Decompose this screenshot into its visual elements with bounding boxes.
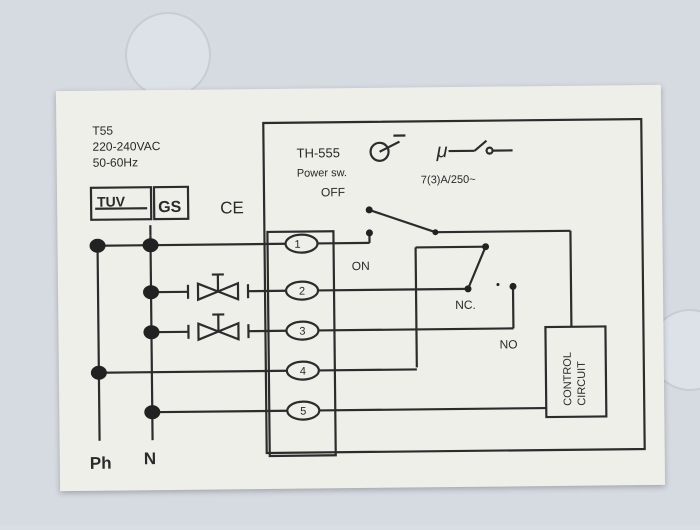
power-switch-label: Power sw. xyxy=(297,167,347,180)
control-circuit-label: CONTROL CIRCUIT xyxy=(562,352,589,406)
terminal-4-label: 4 xyxy=(300,366,306,378)
terminal-block xyxy=(267,231,335,456)
device-frequency: 50-60Hz xyxy=(93,155,139,169)
svg-text:CIRCUIT: CIRCUIT xyxy=(576,361,588,406)
terminal-1-label: 1 xyxy=(294,239,300,251)
wiring-diagram: T55 220-240VAC 50-60Hz TUV GS CE TH-555 … xyxy=(56,85,665,491)
on-label: ON xyxy=(352,259,370,273)
gs-mark: GS xyxy=(158,199,182,216)
phase-rail xyxy=(97,241,99,441)
no-label: NO xyxy=(500,337,518,351)
device-model: T55 xyxy=(92,124,113,138)
wiring-label: T55 220-240VAC 50-60Hz TUV GS CE TH-555 … xyxy=(56,85,665,491)
thermostat-model: TH-555 xyxy=(297,145,341,160)
power-switch-blade xyxy=(369,209,435,233)
terminal-2-label: 2 xyxy=(299,286,305,298)
contact-switch-icon xyxy=(474,141,486,151)
off-label: OFF xyxy=(321,185,345,199)
valve-3 xyxy=(188,314,248,340)
screw-hole-top xyxy=(126,13,210,97)
thermostat-switch-blade xyxy=(468,247,486,289)
svg-text:CONTROL: CONTROL xyxy=(562,352,575,406)
terminal-3-label: 3 xyxy=(299,326,305,338)
nc-label: NC. xyxy=(455,298,476,312)
terminal-1 xyxy=(285,234,317,252)
phase-label: Ph xyxy=(90,454,112,473)
neutral-label: N xyxy=(144,449,156,468)
tuv-mark: TUV xyxy=(97,193,126,209)
ce-mark: CE xyxy=(220,198,244,217)
micro-symbol: μ xyxy=(435,140,447,162)
device-voltage: 220-240VAC xyxy=(92,139,160,154)
junction-dots xyxy=(89,205,518,420)
terminal-5-label: 5 xyxy=(300,406,306,418)
valve-2 xyxy=(188,274,248,300)
rating-label: 7(3)A/250~ xyxy=(421,174,476,187)
